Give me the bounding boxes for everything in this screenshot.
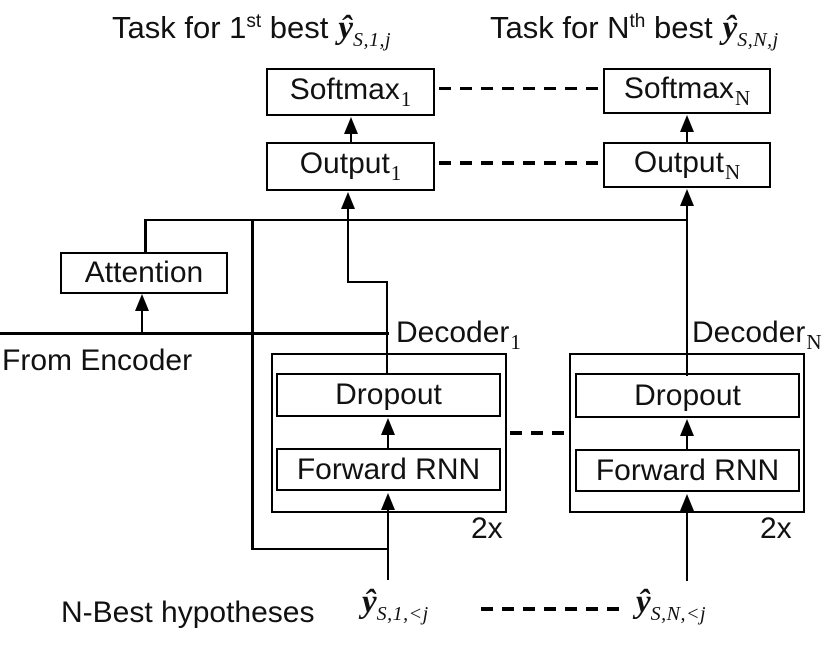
- attention-box: Attention: [60, 252, 228, 294]
- output-1-label: Output1: [299, 147, 402, 185]
- output-n-box: OutputN: [603, 142, 771, 188]
- encoder-to-attention-arrowhead: [134, 294, 149, 311]
- trunk-to-input-vertical-line: [251, 218, 254, 550]
- title-task-1-text2: best: [261, 10, 329, 45]
- from-encoder-line: [0, 332, 389, 335]
- dropout-1-box: Dropout: [276, 373, 501, 417]
- forward-rnn-1-label: Forward RNN: [296, 452, 481, 486]
- title-task-n-text2: best: [645, 10, 713, 45]
- math-y-hat-snj: ŷ: [722, 10, 738, 46]
- attention-to-trunk-line: [144, 218, 147, 254]
- title-task-n-text: Task for N: [490, 10, 630, 45]
- decoder-ellipsis-dashed-line: [510, 431, 568, 435]
- dropout1-to-output1-jog-line: [346, 280, 389, 283]
- inputn-to-forwardn-line: [685, 508, 689, 581]
- forward1-to-dropout1-line: [386, 433, 390, 450]
- decoder-n-label: DecoderN: [692, 316, 822, 354]
- repeat-2x-n-label: 2x: [760, 512, 792, 545]
- dropout-1-label: Dropout: [335, 378, 442, 411]
- math-y-hat-snj-sub: S,N,j: [737, 29, 779, 51]
- inputn-to-forwardn-arrowhead: [679, 493, 694, 511]
- context-trunk-line: [144, 218, 688, 221]
- input-junction-horizontal-line: [251, 547, 389, 550]
- output1-to-softmax1-arrowhead: [343, 117, 358, 134]
- outputn-to-softmaxn-line: [685, 130, 689, 143]
- input1-to-forward1-line: [386, 507, 390, 580]
- repeat-2x-1-label: 2x: [471, 512, 503, 545]
- softmax-ellipsis-dashed-line: [439, 86, 599, 90]
- encoder-to-attention-line: [140, 310, 144, 334]
- math-y-hat-sn-ltj: ŷS,N,<j: [636, 584, 707, 625]
- title-task-1-ordinal: st: [246, 11, 262, 32]
- n-best-hypotheses-label: N-Best hypotheses: [61, 596, 315, 629]
- output-n-label: OutputN: [633, 145, 741, 184]
- output-1-box: Output1: [266, 142, 435, 191]
- softmax-1-label: Softmax1: [289, 72, 412, 111]
- dropoutn-to-outputn-line: [685, 204, 689, 376]
- hypotheses-ellipsis-dashed-line: [481, 607, 621, 611]
- math-y-hat-s1j: ŷ: [338, 10, 354, 46]
- output1-to-softmax1-line: [349, 132, 353, 143]
- forward-rnn-n-label: Forward RNN: [595, 453, 780, 487]
- dropout1-to-output1-vertical-line: [385, 280, 389, 375]
- math-y-hat-s1-ltj: ŷS,1,<j: [362, 584, 429, 625]
- dropout1-to-output1-upper-line: [346, 207, 350, 283]
- decoder-1-label: Decoder1: [396, 316, 521, 354]
- outputn-to-softmaxn-arrowhead: [679, 115, 694, 132]
- attention-label: Attention: [84, 256, 204, 289]
- softmax-n-box: SoftmaxN: [603, 68, 771, 114]
- softmax-n-label: SoftmaxN: [623, 71, 751, 110]
- forwardn-to-dropoutn-line: [685, 434, 689, 451]
- forward-rnn-1-box: Forward RNN: [276, 448, 501, 491]
- math-y-hat-s1j-sub: S,1,j: [353, 29, 392, 51]
- title-task-n-ordinal: th: [629, 11, 646, 32]
- softmax-1-box: Softmax1: [266, 68, 435, 116]
- from-encoder-label: From Encoder: [2, 344, 193, 377]
- dropoutn-to-outputn-arrowhead: [679, 189, 694, 206]
- input1-to-forward1-arrowhead: [380, 492, 395, 510]
- title-task-1-text: Task for 1: [112, 10, 247, 45]
- dropout1-to-output1-arrowhead: [340, 192, 355, 209]
- dropout-n-box: Dropout: [575, 373, 800, 418]
- forwardn-to-dropoutn-arrowhead: [679, 419, 694, 436]
- dropout-n-label: Dropout: [634, 378, 741, 412]
- forward-rnn-n-box: Forward RNN: [575, 449, 800, 492]
- forward1-to-dropout1-arrowhead: [380, 418, 395, 435]
- output-ellipsis-dashed-line: [439, 161, 599, 165]
